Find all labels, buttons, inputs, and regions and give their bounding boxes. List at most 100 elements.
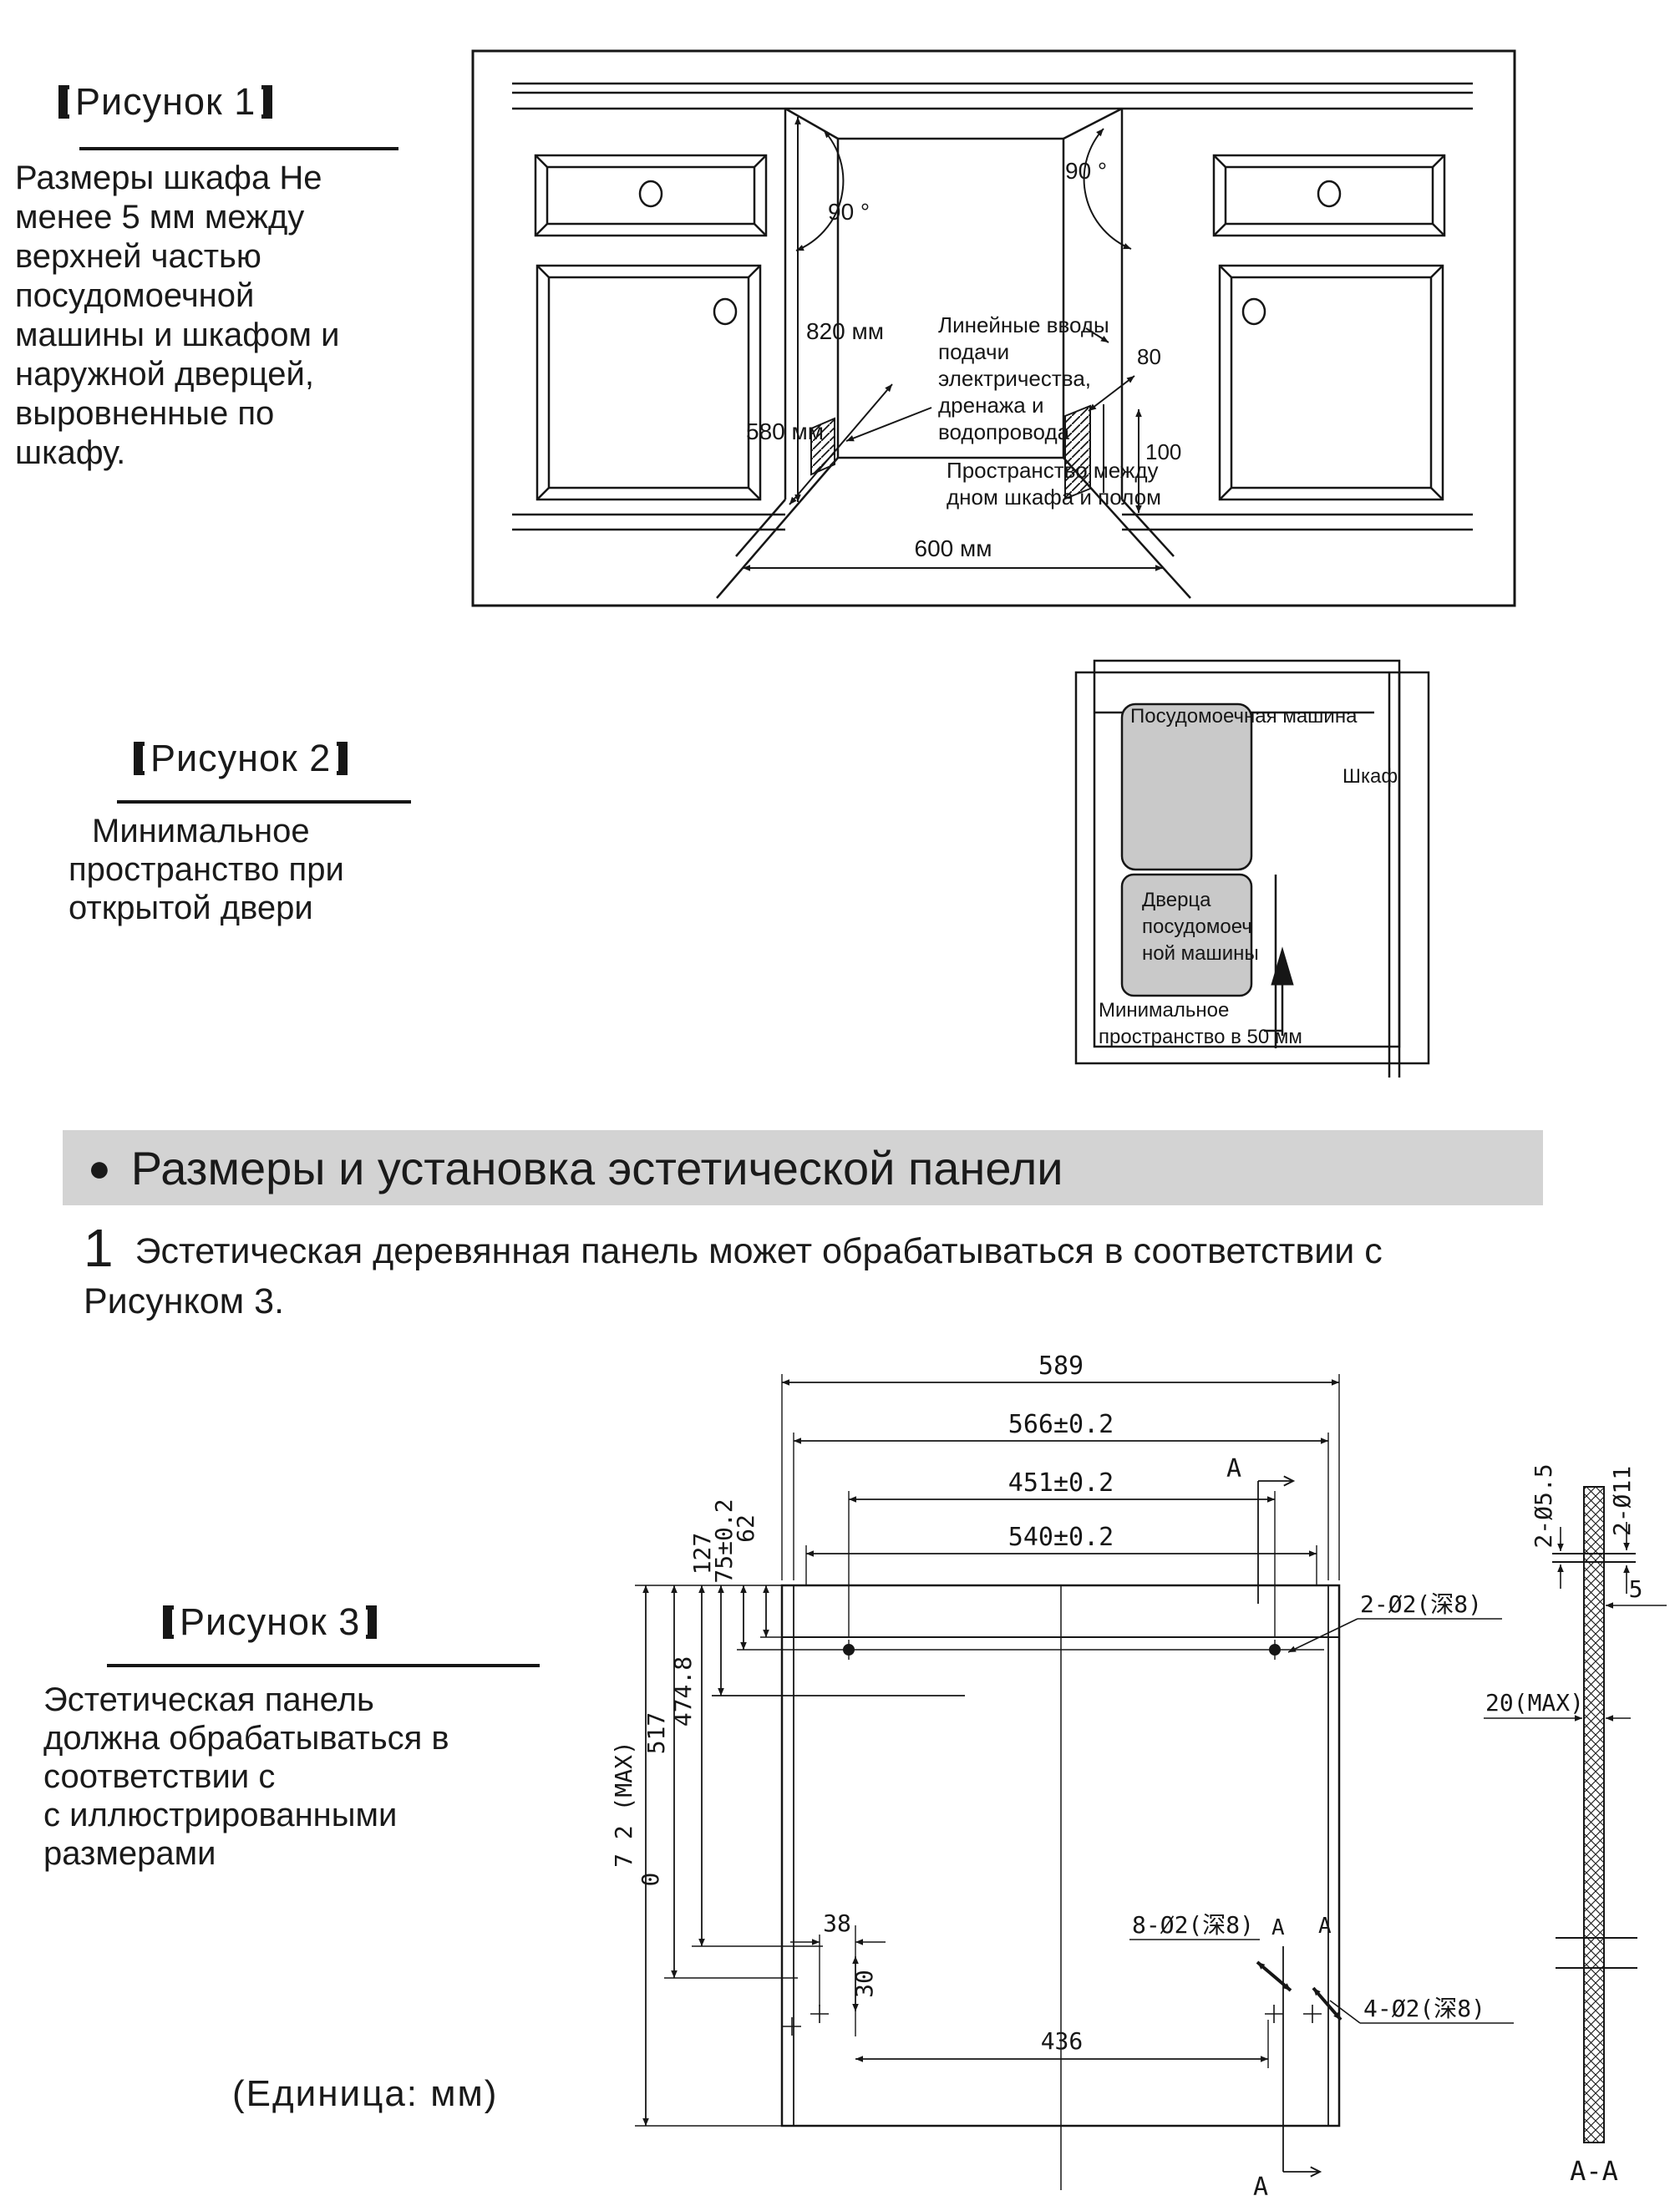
section-a-bottom: [1282, 1946, 1322, 2178]
top-dim-labels: 589 566±0.2 451±0.2 540±0.2: [1008, 1351, 1114, 1552]
panel-holes: [843, 1640, 1281, 1660]
fig1-inlets-note: Линейные вводы подачи электричества, дре…: [938, 312, 1109, 444]
figure1-desc-line: посудомоечной: [15, 277, 255, 314]
countertop: [512, 82, 1473, 110]
figure1-diagram: 90 ° 90 ° 820 мм 580 мм 80 100 600 мм Ли…: [471, 49, 1516, 607]
figure1-desc-line: верхней частью: [15, 238, 261, 275]
floor-gap-line: Пространство между: [947, 458, 1159, 483]
inlets-line: электричества,: [938, 366, 1091, 391]
right-cabinet: [1122, 154, 1473, 531]
bottom-left-dims: [783, 1925, 1322, 2036]
holes2-leader: [1287, 1618, 1502, 1653]
figure3-title-underline: [107, 1664, 540, 1667]
bracket-left-icon: [58, 85, 69, 119]
figure2-desc-line: открытой двери: [69, 890, 313, 926]
fig2-door-line: посудомоеч: [1142, 915, 1252, 938]
figure2-desc-line: Минимальное: [92, 813, 310, 849]
bracket-right-icon: [337, 742, 348, 775]
holes4-label: 4-Ø2(深8): [1363, 1995, 1485, 2022]
fig1-dimensions: [742, 116, 1164, 571]
door-handle-icon: [713, 297, 738, 326]
inlets-line: подачи: [938, 339, 1009, 364]
fig1-dim80-label: 80: [1137, 344, 1161, 369]
figure3-title-text: Рисунок 3: [180, 1600, 361, 1643]
inlets-line: дренажа и: [938, 393, 1044, 418]
figure2-description: Минимальное пространство при открытой дв…: [69, 812, 503, 927]
top-dimensions: [781, 1374, 1340, 1637]
figure3-description: Эстетическая панель должна обрабатыватьс…: [43, 1681, 595, 1873]
figure3-desc-line: Эстетическая панель: [43, 1681, 374, 1718]
figure3-diagram: 589 566±0.2 451±0.2 540±0.2 A 7 2 (MAX) …: [610, 1351, 1667, 2202]
holes8-label: 8-Ø2(深8): [1132, 1911, 1254, 1939]
section-view-labels: 2-Ø5.5 2-Ø11 5 20(MAX) A-A: [1485, 1463, 1642, 2187]
left-dimensions: [635, 1585, 823, 2127]
holes8-group: [1129, 1939, 1292, 1992]
dim-5: 5: [1629, 1575, 1643, 1603]
dishwasher-body: [1120, 702, 1253, 997]
section-a-top: [1257, 1475, 1296, 1604]
dim-566: 566±0.2: [1008, 1410, 1114, 1439]
dim-451: 451±0.2: [1008, 1468, 1114, 1498]
dim-436: 436: [1041, 2027, 1084, 2055]
fig1-width-label: 600 мм: [915, 535, 992, 561]
step-text-line2: Рисунком 3.: [84, 1281, 285, 1321]
dim-30: 30: [850, 1970, 878, 1998]
step-number: 1: [84, 1218, 114, 1278]
dim-436-group: [855, 2020, 1269, 2068]
left-dim-labels: 7 2 (MAX) 0 517 474.8 127 75±0.2 62: [610, 1499, 759, 1886]
unit-note: (Единица: мм): [232, 2073, 499, 2114]
dim-589: 589: [1038, 1351, 1084, 1381]
bracket-right-icon: [261, 85, 273, 119]
figure2-title: Рисунок 2: [134, 737, 348, 780]
section-a-mid-label2: A: [1318, 1914, 1332, 1939]
dim-72max: 7 2 (MAX): [610, 1741, 637, 1868]
bracket-left-icon: [134, 742, 145, 775]
figure3-desc-line: соответствии с: [43, 1758, 276, 1795]
fig2-door-line: ной машины: [1142, 942, 1259, 965]
dim-38: 38: [823, 1909, 851, 1937]
fig1-frame: [471, 49, 1516, 607]
figure2-desc-line: пространство при: [69, 851, 344, 888]
figure1-title-text: Рисунок 1: [75, 80, 256, 123]
fig2-cabinet-label: Шкаф: [1342, 765, 1398, 788]
panel-outline: [712, 1584, 1341, 2190]
inlets-line: водопровода: [938, 419, 1070, 444]
fig1-angle-right-label: 90 °: [1065, 158, 1107, 184]
figure2-diagram: Посудомоечная машина Шкаф Дверца посудом…: [1074, 659, 1430, 1078]
fig2-door-line: Дверца: [1142, 889, 1211, 911]
bracket-right-icon: [366, 1605, 378, 1639]
section-a-bottom-label: A: [1253, 2173, 1268, 2202]
figure3-desc-line: с иллюстрированными: [43, 1797, 398, 1833]
door-handle-icon: [1241, 297, 1266, 326]
figure3-desc-line: должна обрабатываться в: [43, 1720, 449, 1757]
figure2-title-text: Рисунок 2: [150, 737, 332, 779]
figure3-desc-line: размерами: [43, 1835, 216, 1872]
holes4-group: [1312, 1986, 1514, 2024]
figure1-desc-line: выровненные по: [15, 395, 275, 432]
fig2-minspace-line: пространство в 50 мм: [1099, 1026, 1302, 1048]
bracket-left-icon: [163, 1605, 174, 1639]
dim-2d11: 2-Ø11: [1608, 1466, 1636, 1536]
left-cabinet: [512, 154, 785, 531]
step-text-line1: Эстетическая деревянная панель может обр…: [135, 1231, 1383, 1271]
section-header: ● Размеры и установка эстетической панел…: [63, 1130, 1543, 1205]
dim-2d55: 2-Ø5.5: [1530, 1463, 1557, 1548]
figure1-description: Размеры шкафа Не менее 5 мм между верхне…: [15, 159, 449, 473]
fig2-dishwasher-label: Посудомоечная машина: [1130, 705, 1358, 728]
section-view: [1484, 1486, 1667, 2143]
dim-0: 0: [637, 1873, 664, 1887]
dim-517: 517: [642, 1712, 670, 1755]
dim-62: 62: [732, 1514, 759, 1543]
dim-75: 75±0.2: [710, 1499, 738, 1583]
figure1-title-underline: [79, 147, 398, 150]
section-title: Размеры и установка эстетической панели: [130, 1141, 1063, 1194]
fig1-angle-left-label: 90 °: [828, 199, 870, 225]
section-aa-label: A-A: [1570, 2155, 1618, 2187]
step-1: 1 Эстетическая деревянная панель может о…: [84, 1221, 1504, 1325]
section-a-mid-label: A: [1271, 1915, 1285, 1940]
figure3-title: Рисунок 3: [163, 1600, 378, 1644]
bullet-icon: ●: [88, 1146, 111, 1189]
fig2-labels: Посудомоечная машина Шкаф Дверца посудом…: [1099, 705, 1398, 1048]
figure1-title: Рисунок 1: [58, 80, 273, 124]
section-a-top-label: A: [1226, 1454, 1241, 1483]
